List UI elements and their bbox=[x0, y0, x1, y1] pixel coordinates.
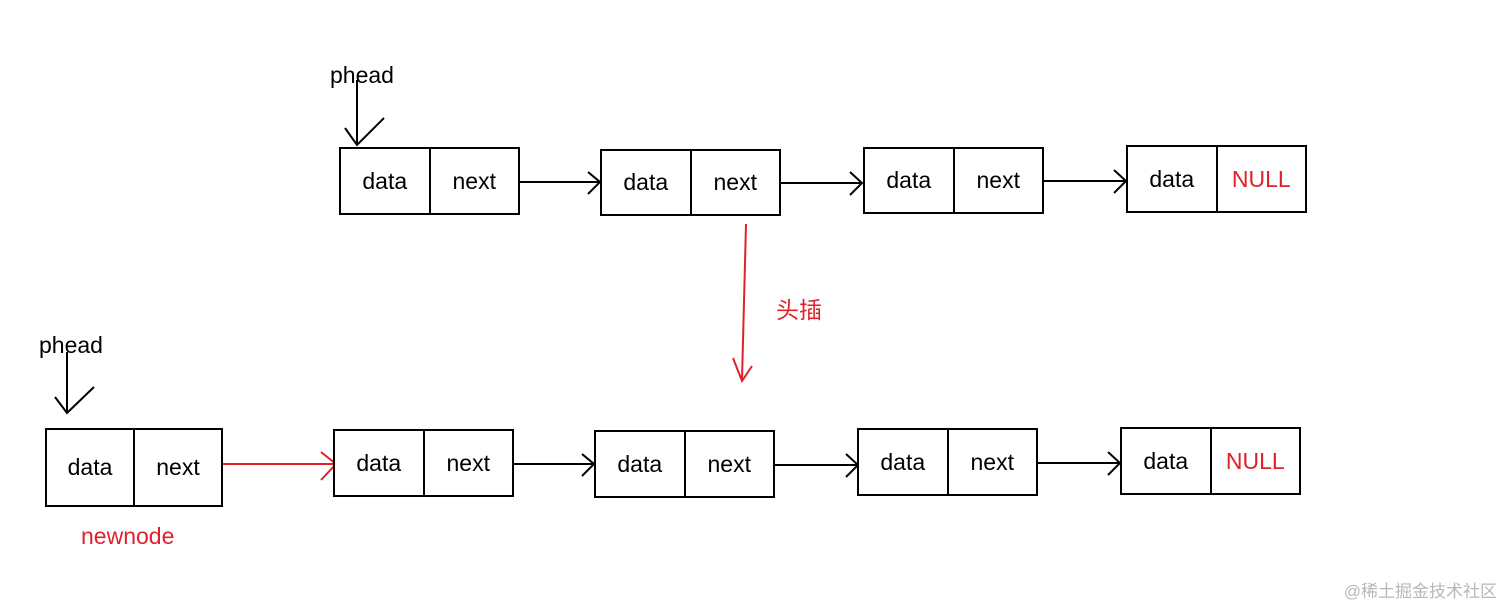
phead-label-bottom: phead bbox=[39, 332, 103, 358]
new-node: data next bbox=[45, 428, 223, 507]
phead-pointer-arrow-bottom bbox=[54, 352, 95, 415]
list-node: data next bbox=[339, 147, 520, 215]
newnode-link-arrow bbox=[208, 451, 338, 481]
link-arrow-top-2 bbox=[766, 171, 864, 196]
node-data-cell: data bbox=[356, 449, 402, 476]
node-next-cell: next bbox=[133, 430, 221, 505]
node-data-cell: data bbox=[880, 448, 926, 475]
list-node: data next bbox=[333, 429, 514, 497]
node-data-cell: data bbox=[1143, 447, 1189, 474]
list-node: data next bbox=[863, 147, 1044, 214]
node-data-cell: data bbox=[617, 450, 663, 477]
node-data-cell: data bbox=[623, 169, 669, 195]
node-data-cell: data bbox=[886, 167, 932, 193]
phead-pointer-arrow-top bbox=[344, 80, 385, 147]
list-node: data next bbox=[600, 149, 781, 216]
node-next-cell: next bbox=[428, 149, 519, 213]
list-node-tail: data NULL bbox=[1120, 427, 1301, 495]
newnode-caption: newnode bbox=[81, 523, 175, 549]
node-next-cell: next bbox=[422, 431, 513, 495]
operation-label: 头插 bbox=[776, 297, 822, 323]
node-null-cell: NULL bbox=[1209, 429, 1300, 493]
watermark: @稀土掘金技术社区 bbox=[1343, 582, 1497, 601]
phead-label-top: phead bbox=[330, 62, 394, 88]
node-next-cell: next bbox=[952, 149, 1043, 212]
node-next-cell: next bbox=[946, 430, 1037, 494]
node-data-cell: data bbox=[362, 167, 408, 194]
operation-arrow bbox=[732, 223, 753, 384]
node-data-cell: data bbox=[1149, 165, 1195, 192]
list-node: data next bbox=[857, 428, 1038, 496]
node-data-cell: data bbox=[67, 454, 113, 480]
node-next-cell: next bbox=[689, 151, 780, 214]
list-node-tail: data NULL bbox=[1126, 145, 1307, 213]
node-null-cell: NULL bbox=[1215, 147, 1306, 211]
node-next-cell: next bbox=[683, 432, 774, 496]
list-node: data next bbox=[594, 430, 775, 498]
